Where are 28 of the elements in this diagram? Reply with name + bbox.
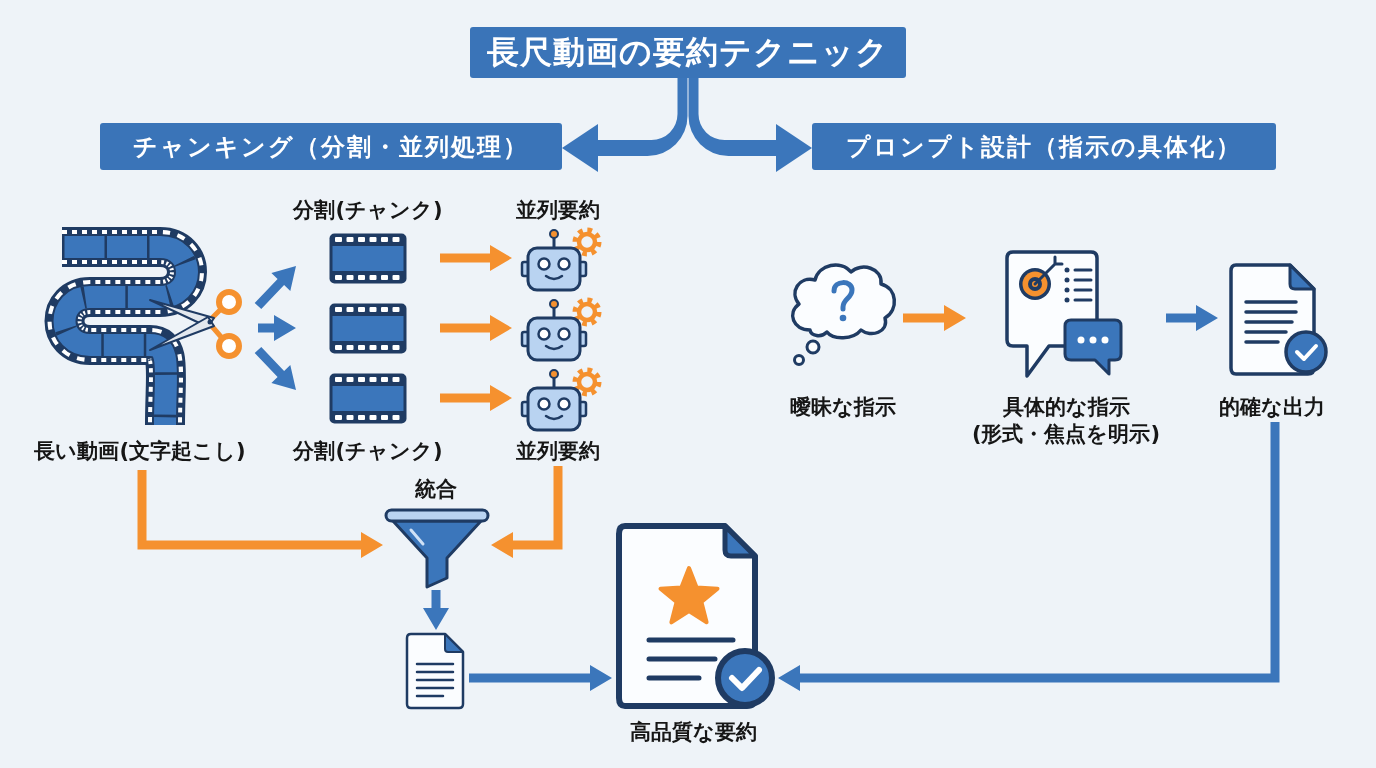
arrow [423, 590, 449, 630]
icon-caption: 的確な出力 [1219, 394, 1325, 422]
elbow-arrow [778, 422, 1280, 691]
arrow [258, 315, 296, 341]
branch-arrow [562, 78, 688, 172]
branch-arrow [688, 78, 812, 172]
arrow [469, 665, 612, 691]
arrow [440, 385, 512, 411]
icon-caption: 曖昧な指示 [790, 394, 896, 422]
elbow-arrow [491, 466, 563, 558]
arrow [1166, 305, 1218, 331]
title-box: 長尺動画の要約テクニック [470, 27, 906, 78]
icon-caption: 高品質な要約 [629, 719, 757, 747]
section-header: チャンキング（分割・並列処理） [100, 123, 562, 170]
section-header: プロンプト設計（指示の具体化） [812, 123, 1276, 170]
arrow [440, 245, 512, 271]
icon-caption: 並列要約 [516, 197, 600, 225]
elbow-arrow [137, 470, 383, 558]
icon-caption: 統合 [415, 476, 457, 504]
icon-caption: 並列要約 [516, 438, 600, 466]
arrow [254, 266, 296, 310]
icon-caption: 具体的な指示 (形式・焦点を明示) [970, 393, 1162, 448]
arrow [440, 315, 512, 341]
icon-caption: 分割(チャンク) [293, 197, 443, 225]
icon-caption: 長い動画(文字起こし) [34, 438, 246, 466]
arrow [903, 305, 966, 331]
icon-caption: 分割(チャンク) [293, 438, 443, 466]
arrow [254, 346, 296, 390]
